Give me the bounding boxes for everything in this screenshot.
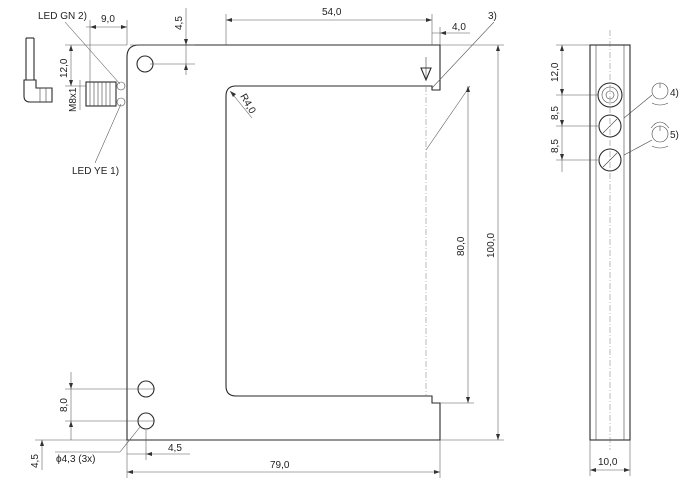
label-m8x1: M8x1 <box>68 87 79 112</box>
emitter-arrow <box>420 67 432 82</box>
cable-plug <box>23 37 53 103</box>
leader-led-yellow <box>94 103 122 164</box>
dim-12-0-side: 12,0 <box>550 62 561 82</box>
leader-note-3 <box>431 21 495 89</box>
m8-connector <box>85 81 117 107</box>
dimension-lines <box>35 8 504 478</box>
dimension-arrows <box>40 18 500 474</box>
label-led-yellow: LED YE 1) <box>72 166 119 177</box>
dim-80-0: 80,0 <box>456 236 467 256</box>
teach-button <box>598 114 622 138</box>
dim-4-5-bottom-left: 4,5 <box>30 454 41 468</box>
sensitivity-pot <box>598 148 622 172</box>
dim-9-0: 9,0 <box>101 14 115 25</box>
label-led-green: LED GN 2) <box>38 11 87 22</box>
dim-12-0-left: 12,0 <box>59 58 70 78</box>
fork-sensor-front-view <box>23 37 441 441</box>
dim-79-0: 79,0 <box>270 460 290 471</box>
dim-8-5-b: 8,5 <box>550 139 561 153</box>
dim-4-5-top: 4,5 <box>174 16 185 30</box>
dim-4-5-bottom: 4,5 <box>168 443 182 454</box>
drawing-text: LED GN 2) LED YE 1) M8x1 3) 4) 5) R4,0 ϕ… <box>30 7 679 471</box>
dim-100-0: 100,0 <box>486 233 497 258</box>
label-note-4: 4) <box>670 88 679 99</box>
housing-outline <box>126 44 441 441</box>
symbol-note-4 <box>623 82 669 119</box>
label-note-5: 5) <box>670 130 679 141</box>
dim-10-0: 10,0 <box>598 457 618 468</box>
symbol-note-5 <box>623 121 670 156</box>
led-green-window <box>116 81 126 91</box>
leader-led-green <box>64 21 121 85</box>
dim-8-0: 8,0 <box>59 398 70 412</box>
led-yellow-window <box>116 97 126 107</box>
dim-8-5-a: 8,5 <box>550 106 561 120</box>
fork-sensor-side-view <box>556 30 670 476</box>
label-hole-diameter: ϕ4,3 (3x) <box>56 454 96 465</box>
dim-54-0: 54,0 <box>322 7 342 18</box>
label-note-3: 3) <box>488 11 497 22</box>
dim-4-0: 4,0 <box>452 22 466 33</box>
